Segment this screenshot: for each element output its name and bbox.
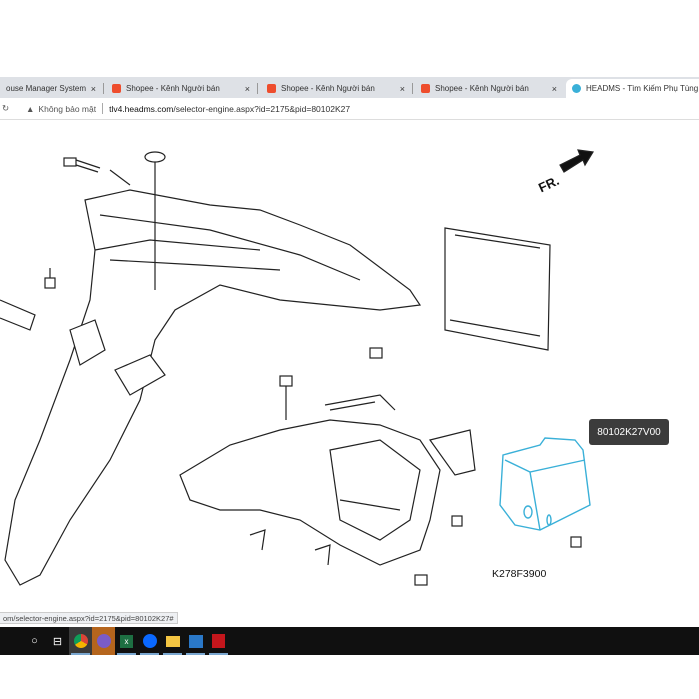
tab-warehouse[interactable]: ouse Manager System× [0, 79, 104, 98]
tab-title: HEADMS - Tìm Kiếm Phụ Tùng [586, 84, 699, 93]
bolt [414, 574, 428, 586]
highlighted-part-80102K27V00 [499, 437, 591, 531]
rear-fender-part [4, 189, 422, 586]
close-icon[interactable]: × [244, 83, 250, 94]
shopee-icon [421, 84, 430, 93]
direction-label: FR. [536, 173, 561, 195]
close-icon[interactable]: × [551, 83, 557, 94]
windows-taskbar: ○ ⊟ x [0, 627, 699, 655]
close-icon[interactable]: × [90, 83, 96, 94]
tab-headms[interactable]: HEADMS - Tìm Kiếm Phụ Tùng [566, 79, 699, 98]
part-number-tooltip: 80102K27V00 [589, 419, 669, 445]
bolt [279, 375, 293, 387]
search-icon[interactable]: ○ [31, 635, 38, 647]
parts-diagram-page: FR. [0, 121, 699, 627]
task-view-icon[interactable]: ⊟ [52, 635, 63, 648]
url-path: /selector-engine.aspx?id=2175&pid=80102K… [173, 103, 351, 114]
zalo-icon[interactable] [138, 627, 161, 655]
grommet [144, 151, 166, 163]
front-direction-arrow [559, 149, 594, 173]
close-icon[interactable]: × [399, 83, 405, 94]
tab-bar: ouse Manager System× Shopee - Kênh Người… [0, 77, 699, 98]
bolt [451, 515, 463, 527]
license-plate [444, 227, 551, 351]
warning-icon: ▲ [26, 103, 35, 114]
shopee-icon [112, 84, 121, 93]
photos-icon[interactable] [184, 627, 207, 655]
tab-shopee-2[interactable]: Shopee - Kênh Người bán × [261, 79, 413, 98]
parts-diagram: FR. [0, 149, 594, 586]
tab-shopee-1[interactable]: Shopee - Kênh Người bán × [106, 79, 258, 98]
tab-title: ouse Manager System [6, 84, 87, 93]
headms-icon [572, 84, 581, 93]
bolt [570, 536, 582, 548]
tab-title: Shopee - Kênh Người bán [126, 84, 220, 93]
excel-icon[interactable]: x [115, 627, 138, 655]
shopee-icon [267, 84, 276, 93]
tab-title: Shopee - Kênh Người bán [435, 84, 529, 93]
acrobat-icon[interactable] [207, 627, 230, 655]
splash-guard-part [179, 419, 441, 566]
start-button[interactable] [0, 627, 23, 655]
status-bar-url: om/selector-engine.aspx?id=2175&pid=8010… [0, 612, 178, 624]
bolt [63, 157, 77, 167]
bolt [369, 347, 383, 359]
chrome-icon[interactable] [69, 627, 92, 655]
tab-shopee-3[interactable]: Shopee - Kênh Người bán × [415, 79, 565, 98]
file-explorer-icon[interactable] [161, 627, 184, 655]
tab-title: Shopee - Kênh Người bán [281, 84, 375, 93]
url-host: tlv4.headms.com [109, 103, 174, 114]
url-text[interactable]: tlv4.headms.com/selector-engine.aspx?id=… [109, 104, 350, 114]
address-bar[interactable]: ↻ ▲ Không bảo mật tlv4.headms.com/select… [0, 98, 699, 120]
bracket-left [69, 319, 166, 396]
bolt [44, 277, 56, 289]
part-number-label[interactable]: K278F3900 [492, 568, 547, 580]
reload-icon[interactable]: ↻ [2, 103, 10, 113]
coccoc-icon[interactable] [92, 627, 115, 655]
security-label[interactable]: Không bảo mật [38, 103, 97, 114]
